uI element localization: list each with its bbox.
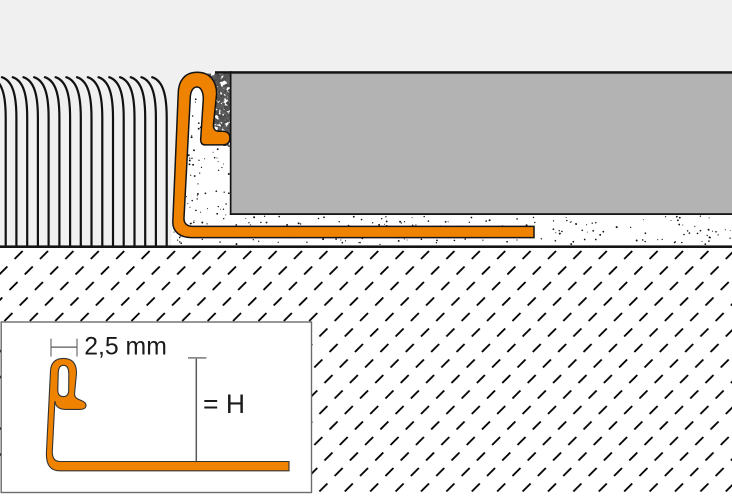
svg-text:= H: = H [203, 389, 245, 419]
svg-text:2,5 mm: 2,5 mm [84, 333, 167, 360]
